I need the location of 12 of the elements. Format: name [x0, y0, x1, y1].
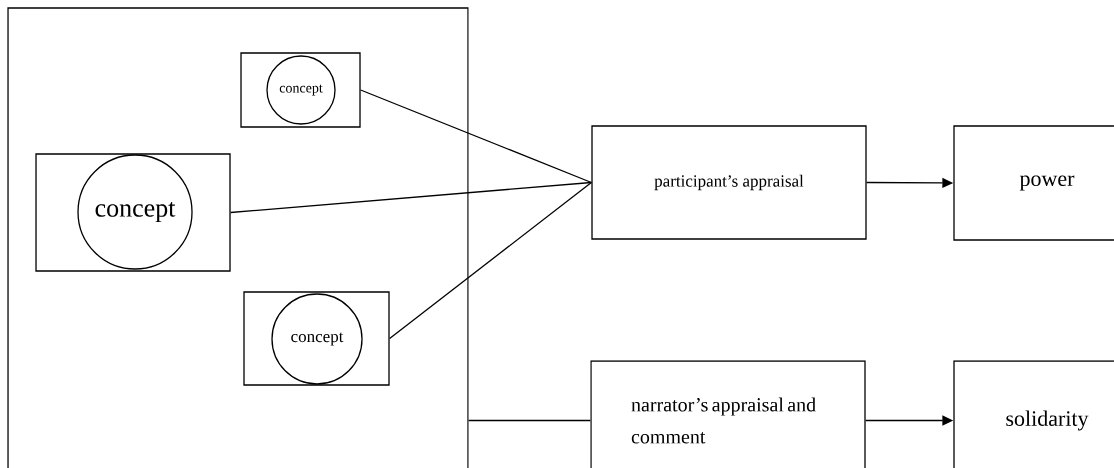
group-frame	[7, 7, 469, 468]
connector-line	[360, 89, 592, 184]
outcome-box: solidarity	[953, 360, 1114, 468]
process-box: participant’s appraisal	[591, 125, 867, 240]
outcome-box: power	[953, 125, 1114, 241]
concept-box	[35, 153, 231, 272]
concept-box	[240, 52, 361, 128]
connector-line	[389, 181, 592, 340]
process-box: narrator’s appraisal and comment	[590, 360, 866, 468]
connector-line	[230, 181, 592, 214]
connector-line	[468, 419, 591, 422]
concept-box	[243, 291, 390, 386]
